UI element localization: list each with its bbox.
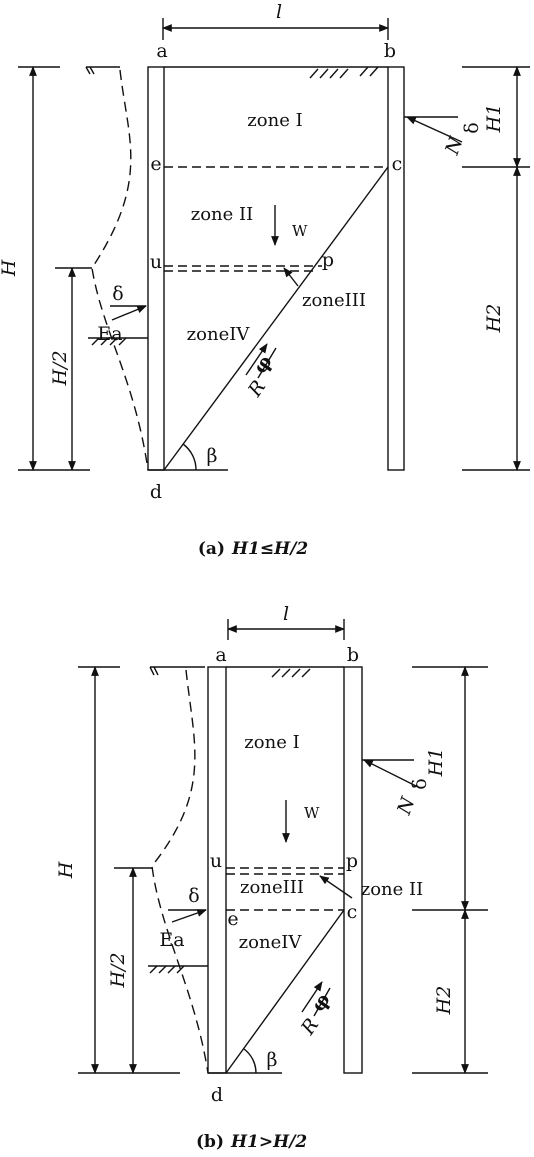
- ground-hatch-left-a: [85, 66, 95, 75]
- label-point-c-b: c: [347, 901, 358, 923]
- caption-condition-b: H1>H/2: [230, 1132, 307, 1152]
- right-wall-b: [343, 666, 363, 1074]
- force-Ea-arrow-b: [171, 909, 207, 923]
- label-point-e-b: e: [227, 908, 238, 930]
- force-R-arrow-a: [245, 343, 268, 376]
- label-point-b-b: b: [347, 644, 359, 666]
- label-R-b: R: [296, 1014, 323, 1039]
- deflection-curve-a: [91, 69, 149, 471]
- label-zone4-a: zoneIV: [187, 324, 251, 345]
- label-point-d-b: d: [211, 1084, 223, 1106]
- label-zone3-b: zoneIII: [240, 877, 304, 898]
- beta-arc-a: [182, 443, 197, 471]
- force-R-normal-b: [313, 987, 331, 1017]
- label-l-a: l: [276, 1, 282, 23]
- caption-prefix-a: (a): [198, 539, 225, 559]
- label-point-e-a: e: [150, 153, 161, 175]
- deflection-curve-b: [151, 669, 209, 1074]
- label-zone3-a: zoneIII: [302, 290, 366, 311]
- label-N-b: N: [393, 793, 420, 818]
- force-R-normal-a: [257, 347, 277, 379]
- label-H2-b: H2: [433, 986, 455, 1016]
- label-point-p-b: p: [346, 850, 358, 872]
- label-Ea-b: Ea: [159, 929, 184, 951]
- label-beta-a: β: [207, 445, 218, 467]
- label-delta-right-b: δ: [409, 778, 431, 789]
- label-point-a-a: a: [156, 40, 167, 62]
- label-delta-left-b: δ: [188, 885, 199, 907]
- label-point-a-b: a: [215, 644, 226, 666]
- force-N-arrow-a: [406, 116, 463, 143]
- label-H-b: H: [55, 861, 77, 879]
- label-H1-a: H1: [483, 104, 505, 134]
- force-R-arrow-b: [301, 981, 323, 1013]
- right-wall-a: [387, 66, 405, 471]
- label-H2-a: H2: [483, 304, 505, 334]
- ground-hatch-right-b: [271, 668, 311, 678]
- label-point-u-b: u: [210, 850, 222, 872]
- label-zone1-a: zone I: [247, 110, 302, 131]
- zone3-leader-a: [283, 267, 299, 287]
- label-Ea-a: Ea: [97, 323, 122, 345]
- label-point-u-a: u: [150, 251, 162, 273]
- ground-hatch-left-b: [149, 666, 159, 676]
- excavation-hatch-b: [149, 965, 185, 974]
- label-W-b: W: [304, 804, 320, 822]
- label-point-p-a: p: [322, 249, 334, 271]
- label-N-a: N: [441, 133, 468, 158]
- label-zone2-a: zone II: [191, 204, 254, 225]
- label-delta-left-a: δ: [112, 283, 123, 305]
- slip-line-dc-b: [225, 909, 345, 1074]
- caption-condition-a: H1≤H/2: [231, 539, 308, 559]
- label-zone1-b: zone I: [244, 732, 299, 753]
- figure-a-labels: l a b e c u p d zone I zone II zoneIII z…: [0, 1, 505, 559]
- label-Hhalf-a: H/2: [49, 350, 71, 386]
- label-point-d-a: d: [150, 481, 162, 503]
- zone2-leader-b: [319, 875, 353, 899]
- label-H-a: H: [0, 259, 20, 277]
- label-W-a: W: [292, 222, 308, 240]
- force-N-arrow-b: [363, 759, 419, 788]
- beta-arc-b: [243, 1048, 257, 1074]
- excavation-hatch-a: [91, 337, 127, 346]
- label-Hhalf-b: H/2: [107, 952, 129, 988]
- label-zone2-b: zone II: [361, 879, 424, 900]
- label-point-b-a: b: [384, 40, 396, 62]
- label-phi-a: φ: [249, 351, 277, 378]
- label-zone4-b: zoneIV: [239, 932, 303, 953]
- slip-line-dc-a: [163, 166, 389, 471]
- label-l-b: l: [283, 603, 289, 625]
- label-H1-b: H1: [425, 748, 447, 778]
- label-R-a: R: [243, 376, 270, 401]
- figure-a: [18, 18, 530, 471]
- ground-hatch-right-a: [309, 66, 379, 79]
- label-delta-right-a: δ: [461, 122, 483, 133]
- force-Ea-arrow-a: [111, 305, 147, 321]
- figure-b: [78, 619, 488, 1074]
- label-phi-b: φ: [307, 989, 335, 1016]
- figure-b-labels: l a b u p e c d zone I zone II zoneIII z…: [55, 603, 455, 1152]
- caption-prefix-b: (b): [196, 1132, 224, 1152]
- label-beta-b: β: [267, 1049, 278, 1071]
- label-point-c-a: c: [392, 153, 403, 175]
